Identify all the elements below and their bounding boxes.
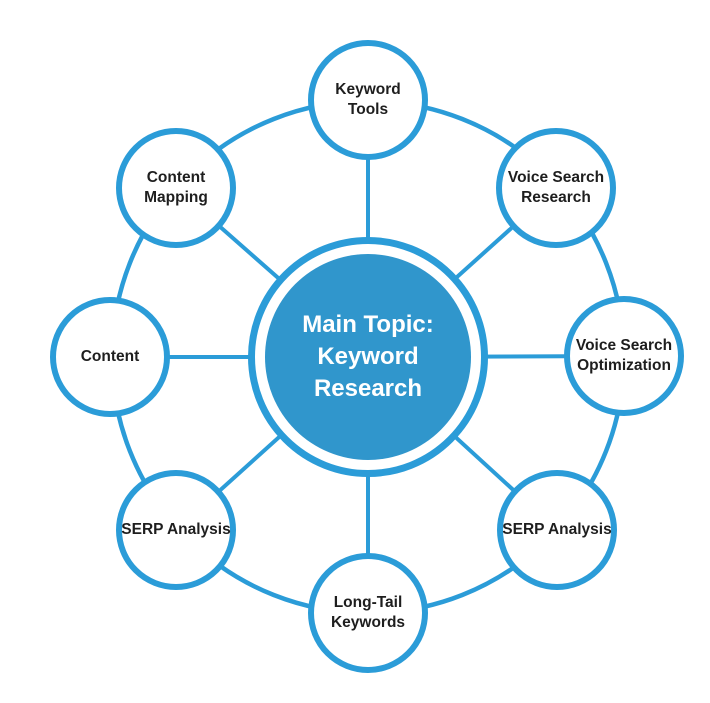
node-serp-analysis-right: SERP Analysis	[497, 470, 617, 590]
node-keyword-tools: Keyword Tools	[308, 40, 428, 160]
node-label: SERP Analysis	[121, 520, 231, 538]
node-label: Voice Search Optimization	[575, 336, 673, 374]
center-node-label: Main Topic: Keyword Research	[302, 311, 434, 402]
node-label: Content	[80, 347, 140, 365]
node-voice-search-research: Voice Search Research	[496, 128, 616, 248]
node-label: SERP Analysis	[502, 520, 612, 538]
node-content-mapping: Content Mapping	[116, 128, 236, 248]
center-node-main-topic: Main Topic: Keyword Research	[248, 237, 488, 477]
node-serp-analysis-left: SERP Analysis	[116, 470, 236, 590]
node-label: Keyword Tools	[335, 80, 401, 118]
node-label: Content Mapping	[144, 168, 208, 206]
node-long-tail-keywords: Long-Tail Keywords	[308, 553, 428, 673]
node-voice-search-optimization: Voice Search Optimization	[564, 296, 684, 416]
node-label: Long-Tail Keywords	[330, 593, 406, 631]
node-content: Content	[50, 297, 170, 417]
center-node-disc: Main Topic: Keyword Research	[265, 254, 471, 460]
node-label: Voice Search Research	[507, 168, 605, 206]
